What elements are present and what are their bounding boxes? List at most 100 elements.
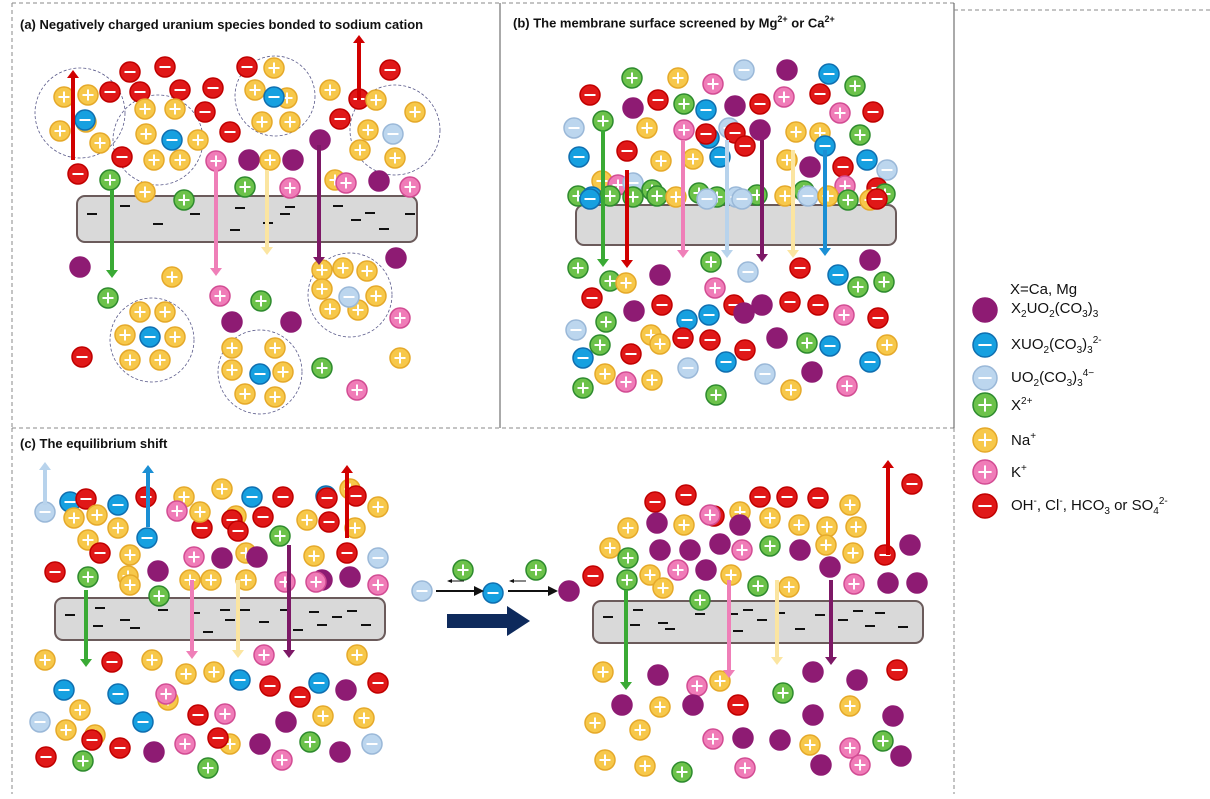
na-ion (90, 133, 110, 153)
neutral-ion (696, 560, 716, 580)
na-ion (165, 99, 185, 119)
x2-ion (748, 576, 768, 596)
x2-ion (78, 567, 98, 587)
k-ion (206, 151, 226, 171)
na-ion (816, 535, 836, 555)
neutral-ion (878, 573, 898, 593)
k-ion (272, 750, 292, 770)
na-ion (280, 112, 300, 132)
k-ion (275, 572, 295, 592)
anion1-ion (242, 487, 262, 507)
oh-ion (735, 340, 755, 360)
x2-ion (235, 177, 255, 197)
x2-ion (674, 94, 694, 114)
oh-ion (203, 78, 223, 98)
na-ion (650, 697, 670, 717)
na-ion (616, 273, 636, 293)
k-ion (735, 758, 755, 778)
oh-ion (676, 485, 696, 505)
na-ion (357, 261, 377, 281)
na-ion (840, 495, 860, 515)
transport-arrow (882, 460, 894, 555)
x2-ion (838, 190, 858, 210)
legend-label-part: Na (1011, 432, 1030, 449)
k-ion (280, 178, 300, 198)
k-ion (306, 572, 326, 592)
anion2-ion (30, 712, 50, 732)
anion1-ion (483, 583, 503, 603)
x2-ion (622, 68, 642, 88)
x2-ion (300, 732, 320, 752)
legend-label-part: 4− (1083, 368, 1094, 379)
k-ion (400, 177, 420, 197)
na-ion (368, 497, 388, 517)
anion1-ion (573, 348, 593, 368)
neutral-ion (148, 561, 168, 581)
oh-ion (833, 157, 853, 177)
x2-ion (618, 548, 638, 568)
na-ion (818, 186, 838, 206)
neutral-ion (369, 171, 389, 191)
anion2-ion (738, 262, 758, 282)
x2-ion (617, 570, 637, 590)
oh-ion (652, 295, 672, 315)
oh-ion (253, 507, 273, 527)
na-ion (297, 510, 317, 530)
x2-ion (98, 288, 118, 308)
oh-ion (868, 308, 888, 328)
oh-ion (728, 695, 748, 715)
anion2-ion (383, 124, 403, 144)
na-ion (56, 720, 76, 740)
anion1-ion (820, 336, 840, 356)
anion2-ion (368, 548, 388, 568)
legend-label-part: X (1011, 300, 1021, 317)
legend-label: OH-, Cl-, HCO3 or SO42- (1011, 496, 1168, 517)
oh-ion (112, 147, 132, 167)
oh-ion (120, 62, 140, 82)
x2-ion (593, 111, 613, 131)
legend-label: UO2(CO3)34− (1011, 368, 1094, 389)
neutral-ion (803, 705, 823, 725)
oh-ion (45, 562, 65, 582)
na-ion (651, 151, 671, 171)
oh-ion (973, 494, 997, 518)
neutral-ion (559, 581, 579, 601)
neutral-ion (777, 60, 797, 80)
legend-label-part: , HCO (1063, 497, 1105, 514)
neutral-ion (144, 742, 164, 762)
panel-b-title-mid: or Ca (788, 15, 825, 30)
na-ion (683, 149, 703, 169)
na-ion (320, 80, 340, 100)
x2-ion (797, 333, 817, 353)
na-ion (35, 650, 55, 670)
legend-label-part: 3 (1093, 309, 1099, 320)
oh-ion (867, 189, 887, 209)
na-ion (120, 575, 140, 595)
neutral-ion (730, 515, 750, 535)
anion2-ion (362, 734, 382, 754)
x2-ion (690, 590, 710, 610)
legend-label-part: 2+ (1021, 396, 1032, 407)
na-ion (642, 370, 662, 390)
legend-item-anions: OH-, Cl-, HCO3 or SO42- (1003, 491, 1168, 521)
oh-ion (750, 94, 770, 114)
k-ion (703, 74, 723, 94)
legend-label: X2UO2(CO3)3 (1011, 300, 1098, 320)
na-ion (358, 120, 378, 140)
anion2-ion (798, 186, 818, 206)
oh-ion (863, 102, 883, 122)
oh-ion (700, 330, 720, 350)
anion2-ion (877, 160, 897, 180)
k-ion (850, 755, 870, 775)
transport-arrow (39, 462, 51, 505)
oh-ion (330, 109, 350, 129)
oh-ion (188, 705, 208, 725)
anion1-ion (309, 673, 329, 693)
na-ion (201, 570, 221, 590)
membrane (77, 196, 417, 242)
na-ion (973, 428, 997, 452)
neutral-ion (648, 665, 668, 685)
na-ion (840, 696, 860, 716)
na-ion (170, 150, 190, 170)
